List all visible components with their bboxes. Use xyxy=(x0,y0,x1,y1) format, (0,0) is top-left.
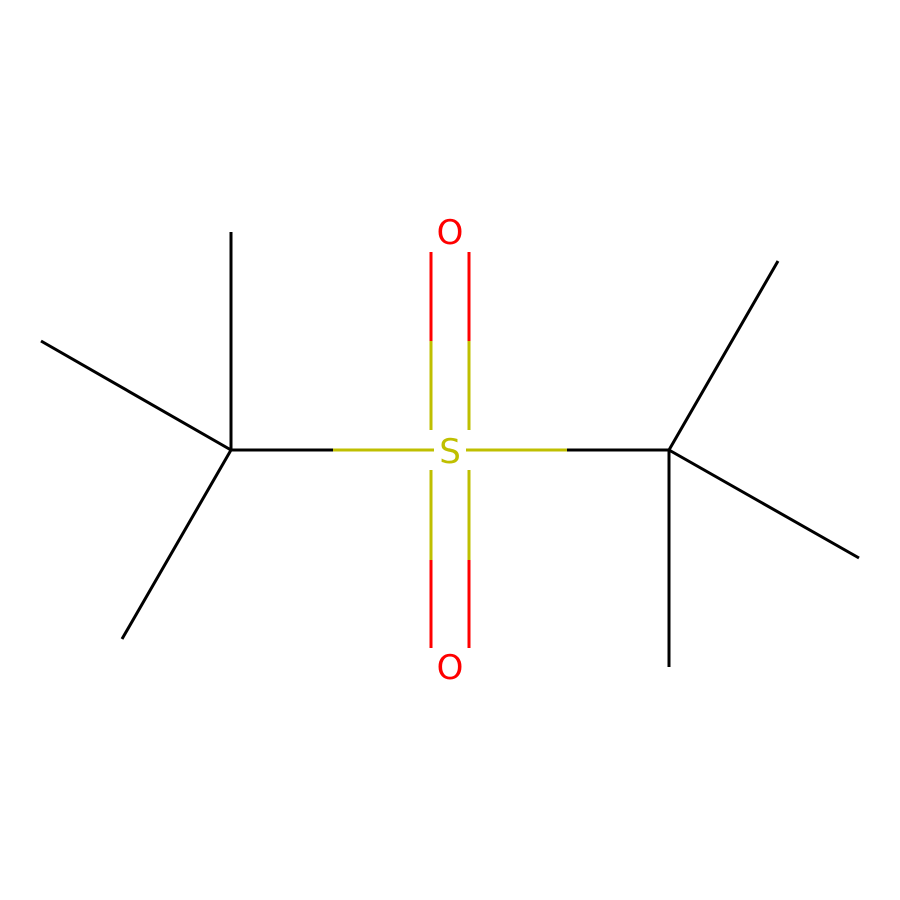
bond-left-quaternary-to-methyl-down xyxy=(120,449,233,640)
left-tert-butyl-group xyxy=(40,232,233,640)
atom-label-oxygen-bottom: O xyxy=(437,648,464,688)
bond-right-quaternary-to-methyl-up xyxy=(667,260,780,451)
right-tert-butyl-group xyxy=(667,260,860,667)
double-bond-sulfur-to-bottom-oxygen xyxy=(429,470,471,648)
atom-label-oxygen-top: O xyxy=(437,213,464,253)
bond-left-quaternary-to-methyl-left xyxy=(40,339,232,452)
double-bond-sulfur-to-top-oxygen xyxy=(429,252,471,430)
bond-right-quaternary-to-methyl-right xyxy=(668,448,860,560)
atom-label-sulfur: S xyxy=(439,432,461,472)
